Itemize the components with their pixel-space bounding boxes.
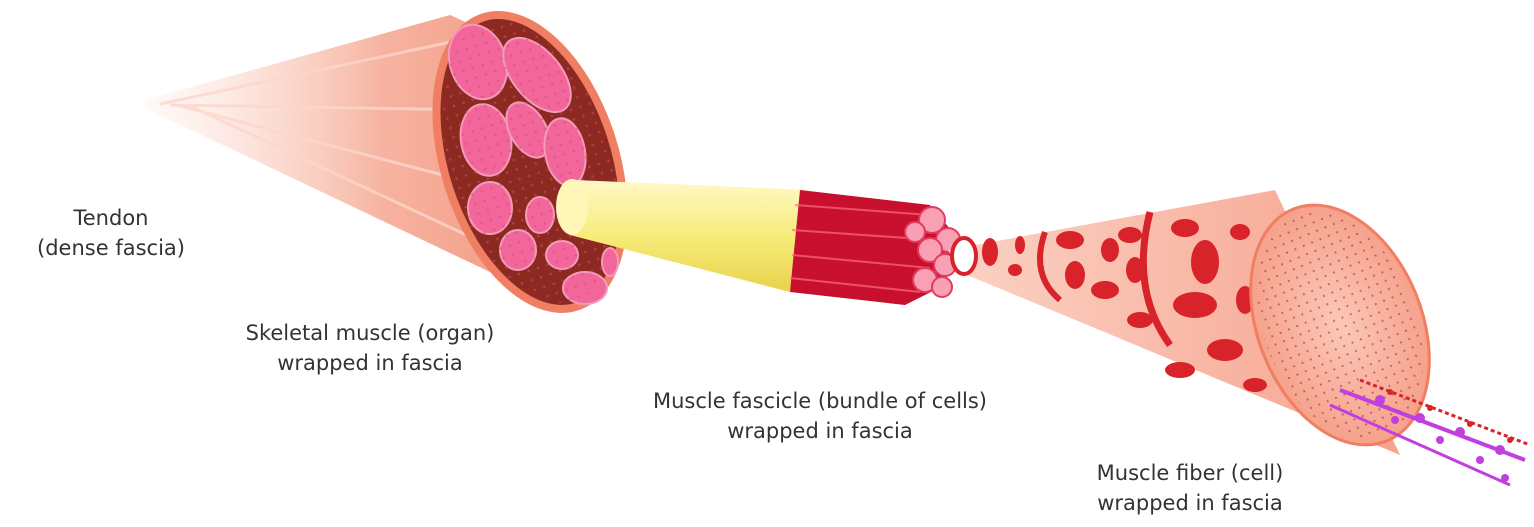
fascicle-label: Muscle fascicle (bundle of cells) wrappe… bbox=[590, 386, 1050, 446]
fiber-small-end bbox=[952, 238, 976, 274]
fascicle-label-line2: wrapped in fascia bbox=[590, 416, 1050, 446]
muscle-fascicle bbox=[556, 179, 960, 305]
fascicle-label-line1: Muscle fascicle (bundle of cells) bbox=[590, 386, 1050, 416]
tendon-label: Tendon (dense fascia) bbox=[6, 203, 216, 263]
tendon-label-line1: Tendon bbox=[6, 203, 216, 233]
skeletal-muscle-label-line1: Skeletal muscle (organ) bbox=[200, 318, 540, 348]
muscle-fiber-label-line2: wrapped in fascia bbox=[1030, 488, 1350, 518]
muscle-fiber-label-line1: Muscle fiber (cell) bbox=[1030, 458, 1350, 488]
muscle-fiber-label: Muscle fiber (cell) wrapped in fascia bbox=[1030, 458, 1350, 518]
skeletal-muscle-organ bbox=[145, 0, 658, 333]
skeletal-muscle-label-line2: wrapped in fascia bbox=[200, 348, 540, 378]
tendon-label-line2: (dense fascia) bbox=[6, 233, 216, 263]
skeletal-muscle-label: Skeletal muscle (organ) wrapped in fasci… bbox=[200, 318, 540, 378]
